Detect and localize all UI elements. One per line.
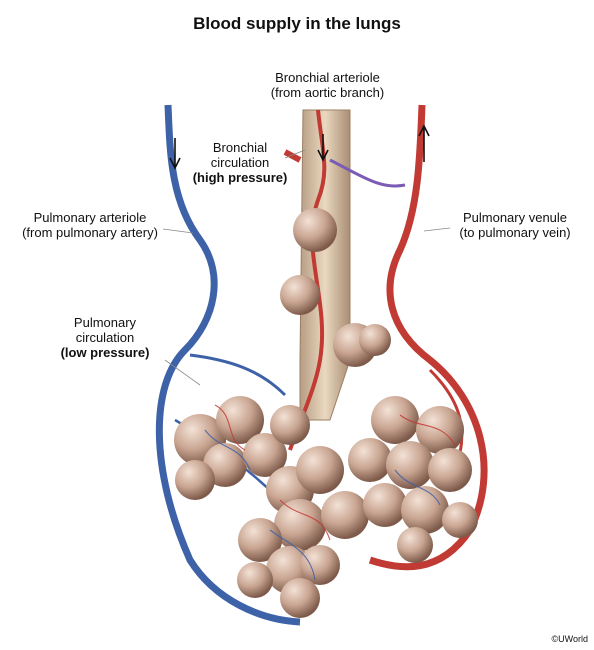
leader-pulmonary-venule — [423, 227, 451, 232]
label-pulmonary-circulation: Pulmonary circulation (low pressure) — [60, 315, 150, 360]
copyright: ©UWorld — [551, 634, 588, 644]
label-bronchial-arteriole: Bronchial arteriole (from aortic branch) — [270, 70, 385, 100]
label-pulmonary-venule: Pulmonary venule (to pulmonary vein) — [459, 210, 571, 240]
flow-arrow-bronchial — [317, 134, 329, 162]
leader-pulmonary-arteriole — [162, 228, 194, 234]
leader-bronchial-circulation — [284, 149, 306, 159]
pulmonary-arteriole — [155, 104, 301, 626]
bronchial-arteriole — [288, 109, 327, 451]
flow-arrow-up-right — [418, 124, 430, 162]
diagram-title: Blood supply in the lungs — [193, 14, 401, 33]
flow-arrow-down-left — [169, 138, 181, 170]
label-bronchial-circulation: Bronchial circulation (high pressure) — [192, 140, 288, 185]
leader-pulmonary-circulation — [164, 359, 201, 386]
label-pulmonary-arteriole: Pulmonary arteriole (from pulmonary arte… — [22, 210, 158, 240]
pulmonary-venule — [368, 104, 488, 571]
alveoli-clusters — [174, 208, 478, 618]
